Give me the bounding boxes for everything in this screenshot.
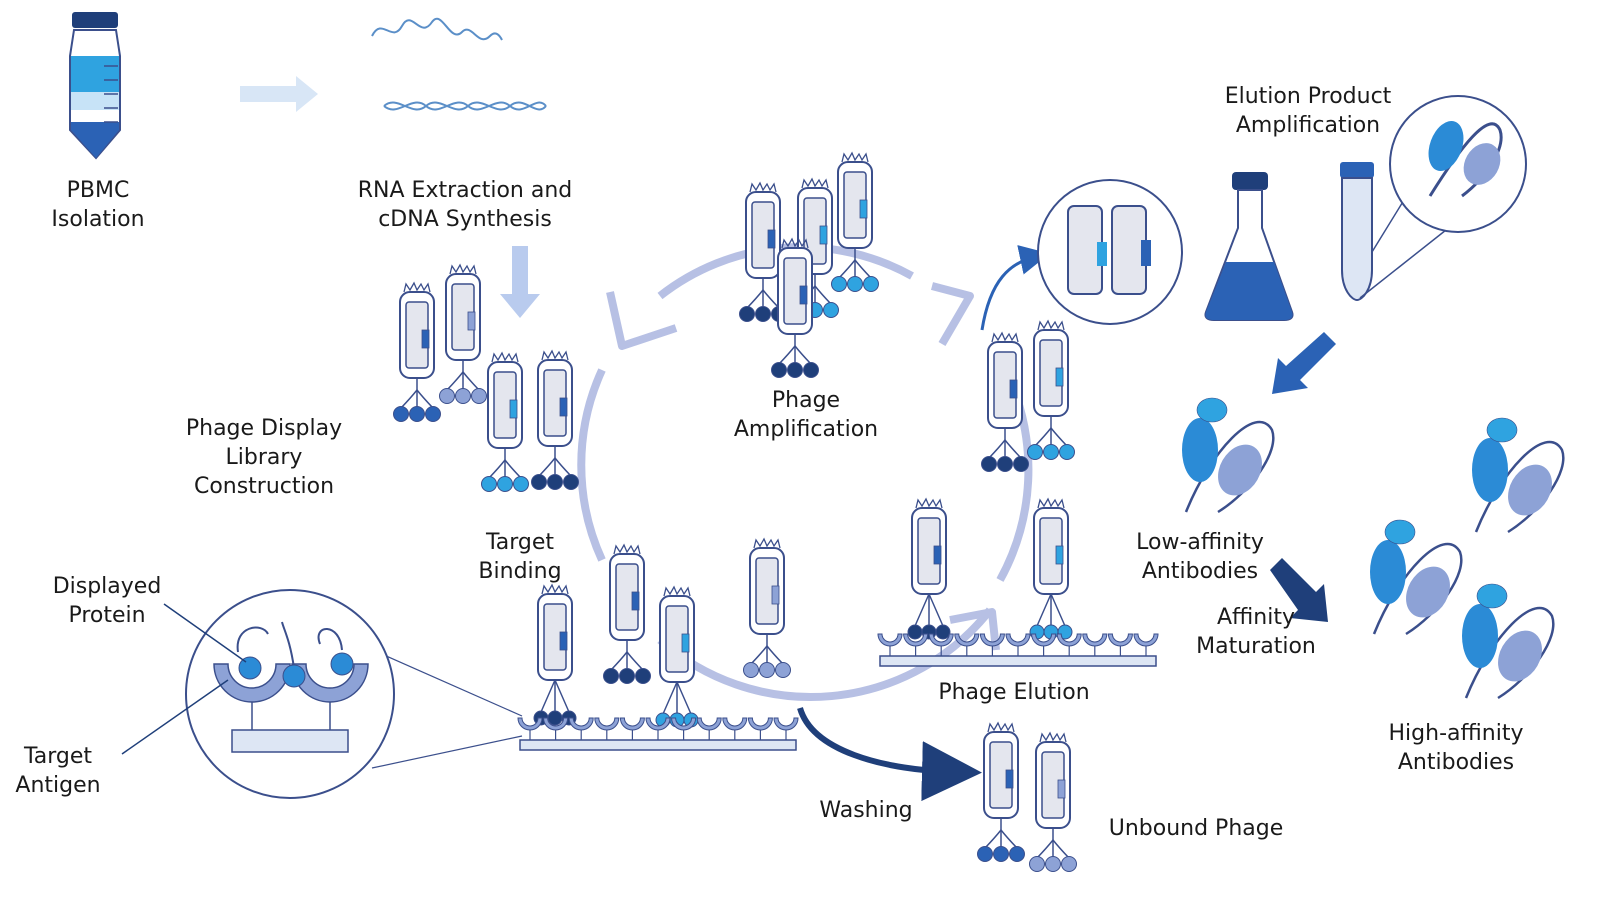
phage-icon: [533, 583, 577, 726]
phage-icon: [907, 497, 951, 640]
label-phage-elution: Phage Elution: [938, 680, 1090, 705]
centrifuge-tube-icon: [1340, 95, 1527, 302]
antibody-icon: [1472, 417, 1565, 534]
selection-cycle: [577, 243, 1033, 701]
flask-icon: [1204, 172, 1294, 321]
antibody-icon: [1370, 519, 1463, 636]
phage-icon: [981, 331, 1029, 472]
cycle-arrowheads: [606, 282, 1000, 651]
label-washing: Washing: [819, 798, 913, 823]
antigen-surface: [877, 633, 1159, 667]
antigen-surface: [517, 717, 799, 751]
magnifier-inset-icon: [980, 179, 1183, 331]
pale-arrow-down: [500, 246, 540, 318]
phage-icon: [393, 281, 441, 422]
phage-icon: [603, 543, 651, 684]
maturation-arrow: [1270, 558, 1328, 622]
phage-icon: [1029, 731, 1077, 872]
phage-icon: [481, 351, 529, 492]
antibody-icon: [1182, 397, 1275, 514]
dna-helix-icon: [383, 101, 547, 111]
antibody-icon: [1462, 583, 1555, 700]
navy-arrow: [1272, 332, 1336, 394]
antigen-surfaces: [517, 633, 1159, 751]
phage-icon: [1027, 319, 1075, 460]
pale-arrow: [240, 76, 318, 112]
label-unbound-phage: Unbound Phage: [1108, 816, 1284, 841]
phage-icon: [831, 151, 879, 292]
phage-icon: [771, 237, 819, 378]
phage-icon: [655, 585, 699, 728]
phage-icon: [531, 349, 579, 490]
antibody-group: [1182, 397, 1565, 700]
phage-population: [393, 151, 1077, 872]
phage-icon: [977, 721, 1025, 862]
tube-icon: [69, 12, 121, 160]
rna-strand-icon: [371, 17, 503, 41]
binding-inset: [121, 589, 523, 799]
phage-icon: [743, 537, 791, 678]
phage-icon: [439, 263, 487, 404]
phage-icon: [1029, 497, 1073, 640]
washing-arrow: [797, 707, 982, 802]
